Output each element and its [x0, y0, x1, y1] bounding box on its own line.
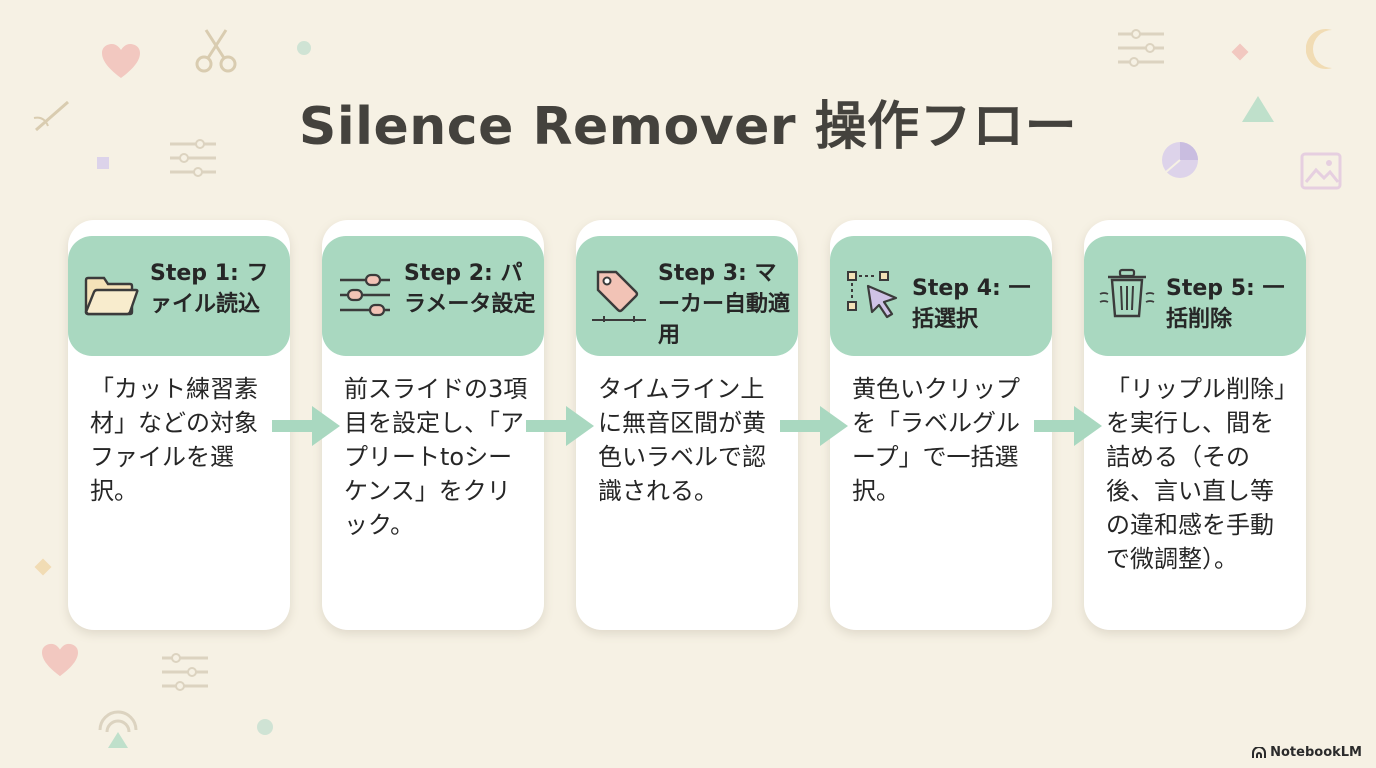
arrow-right-icon: [526, 406, 594, 446]
notebooklm-icon: [1252, 746, 1267, 758]
tag-icon: [592, 270, 646, 322]
diamond-icon: [34, 558, 52, 576]
step-description: 「カット練習素材」などの対象ファイルを選択。: [90, 375, 258, 505]
step-card-1: Step 1: ファイル読込 「カット練習素材」などの対象ファイルを選択。: [68, 220, 290, 630]
brand-logo: NotebookLM: [1252, 745, 1362, 760]
trash-icon: [1099, 268, 1155, 318]
cursor-select-icon: [847, 271, 898, 319]
step-label: Step 5: 一括削除: [1166, 276, 1285, 332]
dot-icon: [297, 41, 311, 55]
step-label: Step 1: ファイル読込: [150, 261, 269, 317]
signal-icon: [98, 710, 138, 748]
step-card-2: Step 2: パラメータ設定 前スライドの3項目を設定し、「アプリートtoシー…: [322, 220, 544, 630]
step-card-3: Step 3: マーカー自動適用 タイムライン上に無音区間が黄色いラベルで認識さ…: [576, 220, 798, 630]
step-header: Step 2: パラメータ設定: [322, 236, 544, 356]
sliders-deco-icon: [170, 139, 216, 177]
triangle-icon: [1242, 96, 1274, 122]
step-label: Step 4: 一括選択: [912, 276, 1031, 332]
step-description: 黄色いクリップを「ラベルグループ」で一括選択。: [852, 375, 1020, 505]
step-description: 「リップル削除」を実行し、間を詰める（その後、言い直し等の違和感を手動で微調整）…: [1106, 375, 1286, 573]
step-header: Step 4: 一括選択: [830, 236, 1052, 356]
scissors-icon: [195, 29, 237, 73]
sliders-deco-icon: [1118, 29, 1164, 67]
step-header: Step 1: ファイル読込: [68, 236, 290, 356]
square-icon: [97, 157, 109, 169]
sliders-icon: [340, 273, 390, 317]
dot-icon: [257, 719, 273, 735]
step-label: Step 3: マーカー自動適用: [658, 261, 791, 348]
step-description: 前スライドの3項目を設定し、「アプリートtoシーケンス」をクリック。: [344, 375, 528, 539]
arrow-right-icon: [1034, 406, 1102, 446]
step-header: Step 3: マーカー自動適用: [576, 236, 798, 356]
brand-name: NotebookLM: [1270, 745, 1362, 760]
diamond-icon: [1231, 43, 1249, 61]
pie-chart-icon: [1162, 142, 1198, 178]
heart-icon: [42, 643, 78, 677]
image-icon: [1300, 152, 1342, 190]
step-header: Step 5: 一括削除: [1084, 236, 1306, 356]
pen-icon: [33, 100, 69, 132]
heart-icon: [102, 44, 140, 78]
page-title: Silence Remover 操作フロー: [298, 97, 1078, 157]
step-description: タイムライン上に無音区間が黄色いラベルで認識される。: [598, 375, 766, 505]
sliders-deco-icon: [162, 653, 208, 691]
arrow-right-icon: [780, 406, 848, 446]
step-label: Step 2: パラメータ設定: [404, 261, 536, 317]
folder-icon: [84, 276, 139, 316]
moon-icon: [1306, 29, 1332, 69]
step-card-4: Step 4: 一括選択 黄色いクリップを「ラベルグループ」で一括選択。: [830, 220, 1052, 630]
step-card-5: Step 5: 一括削除 「リップル削除」を実行し、間を詰める（その後、言い直し…: [1084, 220, 1306, 630]
arrow-right-icon: [272, 406, 340, 446]
